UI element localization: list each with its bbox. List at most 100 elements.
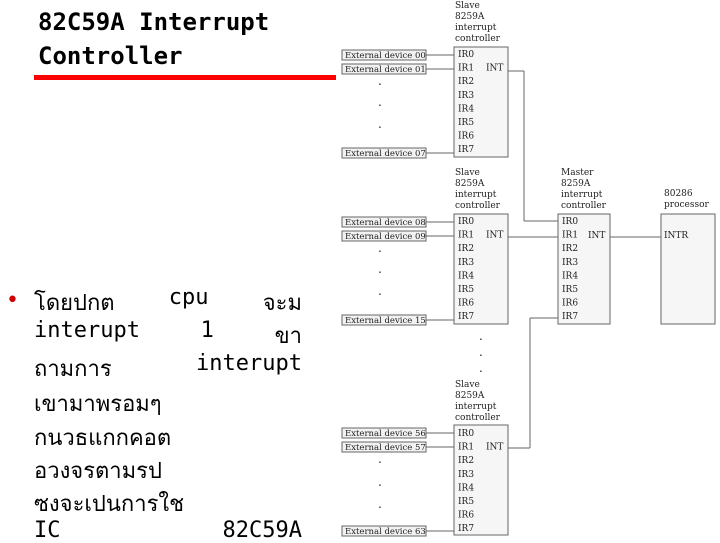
slave-chip [453, 424, 509, 536]
device-label: External device 57 [345, 443, 426, 453]
title-line-1: 82C59A Interrupt [38, 8, 270, 36]
device-label: External device 07 [345, 149, 426, 159]
bullet-word: 1 [200, 318, 214, 343]
ellipsis-dot: . [378, 95, 382, 109]
ir-pin-label: IR7 [458, 145, 474, 155]
ellipsis-dot: . [378, 452, 382, 466]
slave-label: controller [455, 413, 501, 423]
bullet-word: IC [34, 518, 61, 543]
ellipsis-dot: . [378, 284, 382, 298]
device-label: External device 00 [345, 51, 426, 61]
ir-pin-label: IR0 [458, 217, 474, 227]
intr-label: INTR [664, 231, 688, 241]
ir-pin-label: IR5 [458, 118, 474, 128]
bullet-line: interupt 1 ขา [34, 318, 302, 353]
ellipsis-dot: . [378, 117, 382, 131]
ellipsis-dot: . [378, 475, 382, 489]
device-label: External device 01 [345, 65, 426, 75]
master-label: interrupt [561, 190, 603, 200]
ir-pin-label: IR0 [458, 429, 474, 439]
master-chip [557, 213, 611, 325]
int-label: INT [588, 231, 605, 241]
ir-pin-label: IR6 [458, 511, 474, 521]
bullet-line: ถามการ interupt [34, 351, 302, 386]
title-line-2: Controller [38, 42, 183, 70]
device-label: External device 08 [345, 218, 426, 228]
ellipsis-dot: . [378, 241, 382, 255]
ellipsis-dot: . [479, 329, 483, 343]
bullet-word: จะม [262, 291, 302, 316]
master-label: controller [561, 201, 607, 211]
bullet-line: กนวธแกกคอต [34, 420, 302, 455]
ir-pin-label: IR1 [458, 64, 474, 74]
ir-pin-label: IR0 [562, 217, 578, 227]
ellipsis-dot: . [378, 497, 382, 511]
ir-pin-label: IR1 [562, 231, 578, 241]
bullet-word: ขา [274, 324, 302, 349]
device-label: External device 63 [345, 527, 426, 537]
slave-label: Slave [455, 380, 480, 390]
ir-pin-label: IR1 [458, 443, 474, 453]
bullet-line: โดยปกต cpu จะม [34, 285, 302, 320]
master-label: 8259A [561, 179, 591, 189]
ir-pin-label: IR7 [458, 312, 474, 322]
ir-pin-label: IR6 [458, 299, 474, 309]
ir-pin-label: IR4 [562, 271, 578, 281]
slave-label: interrupt [455, 190, 497, 200]
bullet-word: โดยปกต [34, 291, 115, 316]
bullet-word: อวงจรตามรป [34, 459, 162, 484]
ir-pin-label: IR3 [562, 258, 578, 268]
ir-pin-label: IR0 [458, 50, 474, 60]
ellipsis-dot: . [479, 345, 483, 359]
slave-label: interrupt [455, 23, 497, 33]
ir-pin-label: IR4 [458, 271, 474, 281]
bullet-line: เขามาพรอมๆ [34, 386, 302, 421]
ellipsis-dot: . [378, 262, 382, 276]
ir-pin-label: IR3 [458, 470, 474, 480]
ir-pin-label: IR4 [458, 104, 474, 114]
ir-pin-label: IR5 [458, 285, 474, 295]
ir-pin-label: IR5 [562, 285, 578, 295]
processor-label: processor [664, 200, 710, 210]
device-label: External device 15 [345, 316, 426, 326]
bullet-word: กนวธแกกคอต [34, 426, 172, 451]
slave-chip [453, 213, 509, 325]
bullet-line: ซงจะเปนการใช [34, 486, 302, 521]
bullet-word: เขามาพรอมๆ [34, 392, 162, 417]
slave-label: Slave [455, 168, 480, 178]
slave-label: controller [455, 201, 501, 211]
bullet-word: interupt [34, 318, 140, 343]
bullet-word: interupt [196, 351, 302, 376]
bullet-icon: • [6, 288, 19, 313]
processor-label: 80286 [664, 189, 693, 199]
bullet-word: ถามการ [34, 357, 112, 382]
bullet-word: cpu [168, 285, 209, 310]
int-label: INT [486, 231, 503, 241]
slave-label: Slave [455, 1, 480, 11]
ir-pin-label: IR2 [562, 244, 578, 254]
bullet-line: อวงจรตามรป [34, 453, 302, 488]
int-label: INT [486, 443, 503, 453]
ir-pin-label: IR6 [458, 132, 474, 142]
ir-pin-label: IR6 [562, 299, 578, 309]
title-underline [34, 75, 336, 80]
ellipsis-dot: . [378, 74, 382, 88]
bullet-word: 82C59A [222, 518, 302, 543]
slave-label: controller [455, 34, 501, 44]
ir-pin-label: IR7 [458, 524, 474, 534]
ir-pin-label: IR3 [458, 258, 474, 268]
ir-pin-label: IR2 [458, 77, 474, 87]
slave-label: 8259A [455, 391, 485, 401]
ir-pin-label: IR3 [458, 91, 474, 101]
device-label: External device 09 [345, 232, 426, 242]
bullet-word: ซงจะเปนการใช [34, 492, 185, 517]
ir-pin-label: IR2 [458, 456, 474, 466]
int-label: INT [486, 64, 503, 74]
slave-label: interrupt [455, 402, 497, 412]
bullet-line: IC 82C59A [34, 518, 302, 543]
master-label: Master [561, 168, 594, 178]
ir-pin-label: IR7 [562, 312, 578, 322]
ir-pin-label: IR1 [458, 231, 474, 241]
ir-pin-label: IR2 [458, 244, 474, 254]
